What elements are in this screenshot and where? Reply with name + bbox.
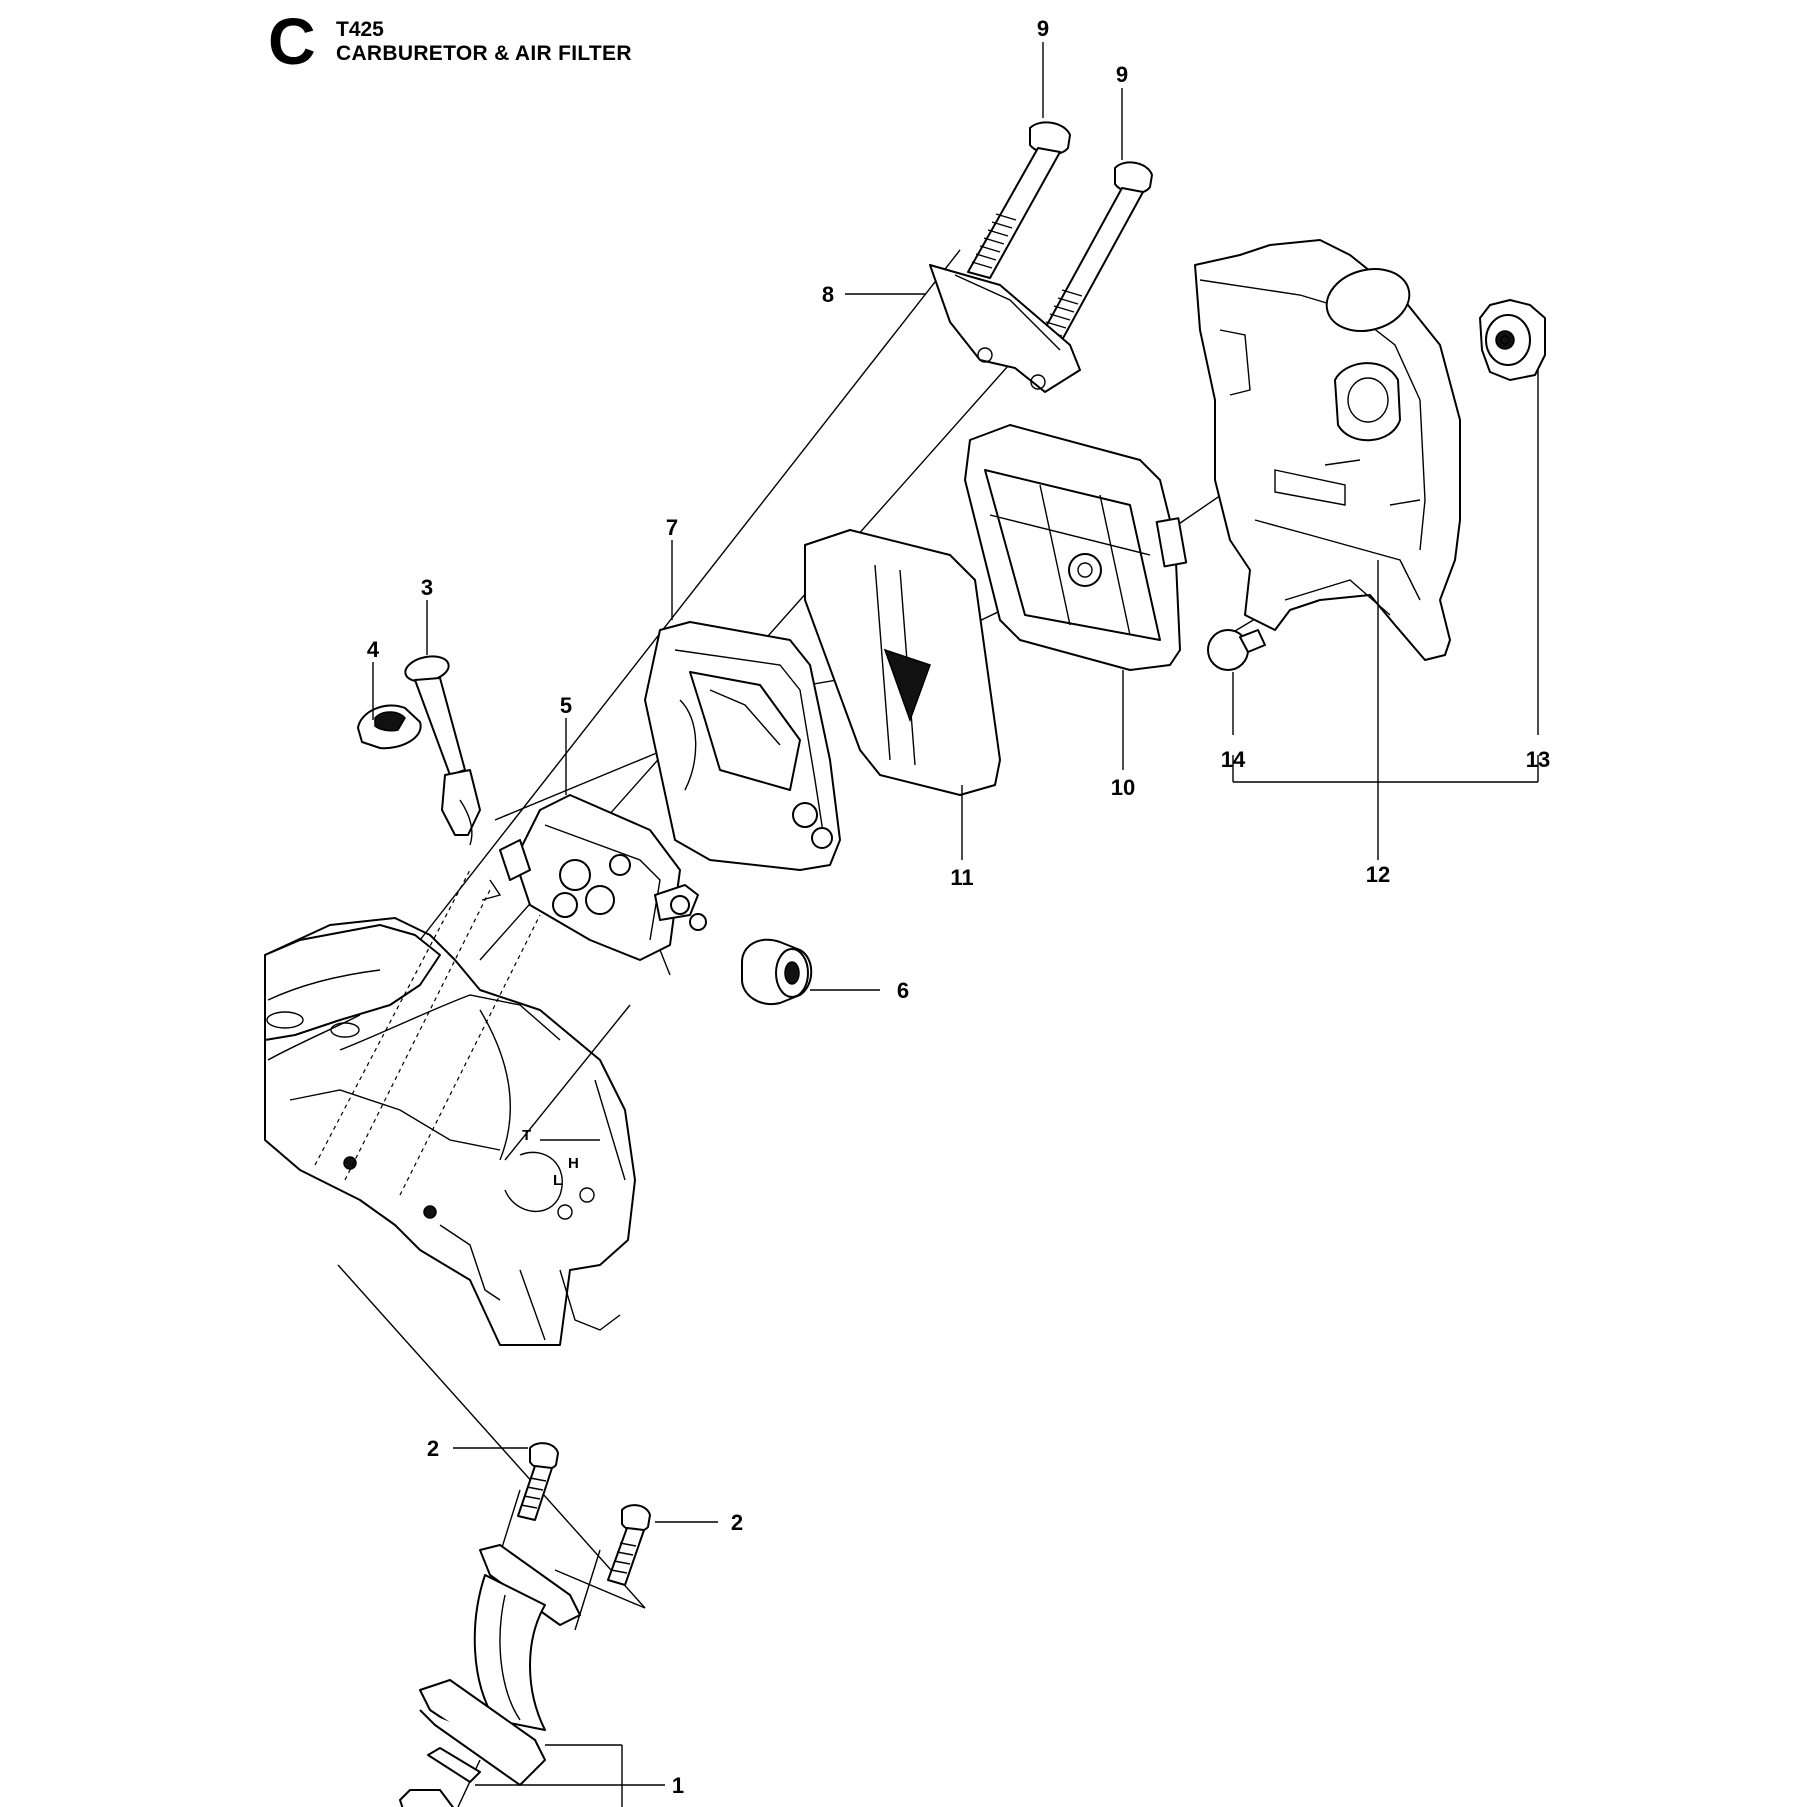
spacer-6 xyxy=(741,938,813,1006)
filter-holder-7 xyxy=(644,621,841,871)
model-number: T425 xyxy=(336,18,384,41)
callout-3: 3 xyxy=(421,575,433,600)
section-letter: C xyxy=(268,4,316,78)
plug-14 xyxy=(1207,629,1266,671)
leader-lines xyxy=(372,42,1539,1807)
engine-body: T H L xyxy=(264,917,636,1346)
engraving-l: L xyxy=(553,1172,562,1189)
callout-7: 7 xyxy=(666,515,678,540)
knob-13 xyxy=(1479,299,1546,381)
callout-13: 13 xyxy=(1526,747,1550,772)
engraving-h: H xyxy=(568,1155,579,1172)
callout-4: 4 xyxy=(367,637,380,662)
choke-lever-3 xyxy=(404,655,481,846)
carburetor-5 xyxy=(481,794,707,976)
intake-manifold-1 xyxy=(419,1544,581,1786)
grommet-4 xyxy=(357,704,422,750)
callout-9-left: 9 xyxy=(1037,16,1049,41)
filter-frame-10 xyxy=(964,424,1188,671)
filter-cover-12 xyxy=(1194,239,1461,661)
screw-2-lower xyxy=(607,1504,651,1586)
engraving-t: T xyxy=(522,1127,531,1144)
callout-12: 12 xyxy=(1366,862,1390,887)
callout-9-right: 9 xyxy=(1116,62,1128,87)
callout-11: 11 xyxy=(950,865,973,890)
gasket-1b xyxy=(399,1789,454,1807)
callout-14: 14 xyxy=(1221,747,1246,772)
callout-5: 5 xyxy=(560,693,572,718)
callout-2-upper: 2 xyxy=(427,1436,439,1461)
filter-element-11 xyxy=(804,529,1001,796)
callout-8: 8 xyxy=(822,282,834,307)
callout-10: 10 xyxy=(1111,775,1135,800)
callout-1: 1 xyxy=(672,1773,684,1798)
callouts: 9 9 8 7 3 4 5 6 11 10 14 13 12 2 2 1 xyxy=(367,16,1550,1798)
bracket-8 xyxy=(929,264,1081,393)
screw-9-left xyxy=(967,121,1071,279)
callout-2-lower: 2 xyxy=(731,1510,743,1535)
screw-2-upper xyxy=(517,1442,559,1521)
gasket-1a xyxy=(427,1747,481,1783)
callout-6: 6 xyxy=(897,978,909,1003)
hidden-lines xyxy=(314,869,541,1196)
diagram-title: CARBURETOR & AIR FILTER xyxy=(336,42,632,65)
